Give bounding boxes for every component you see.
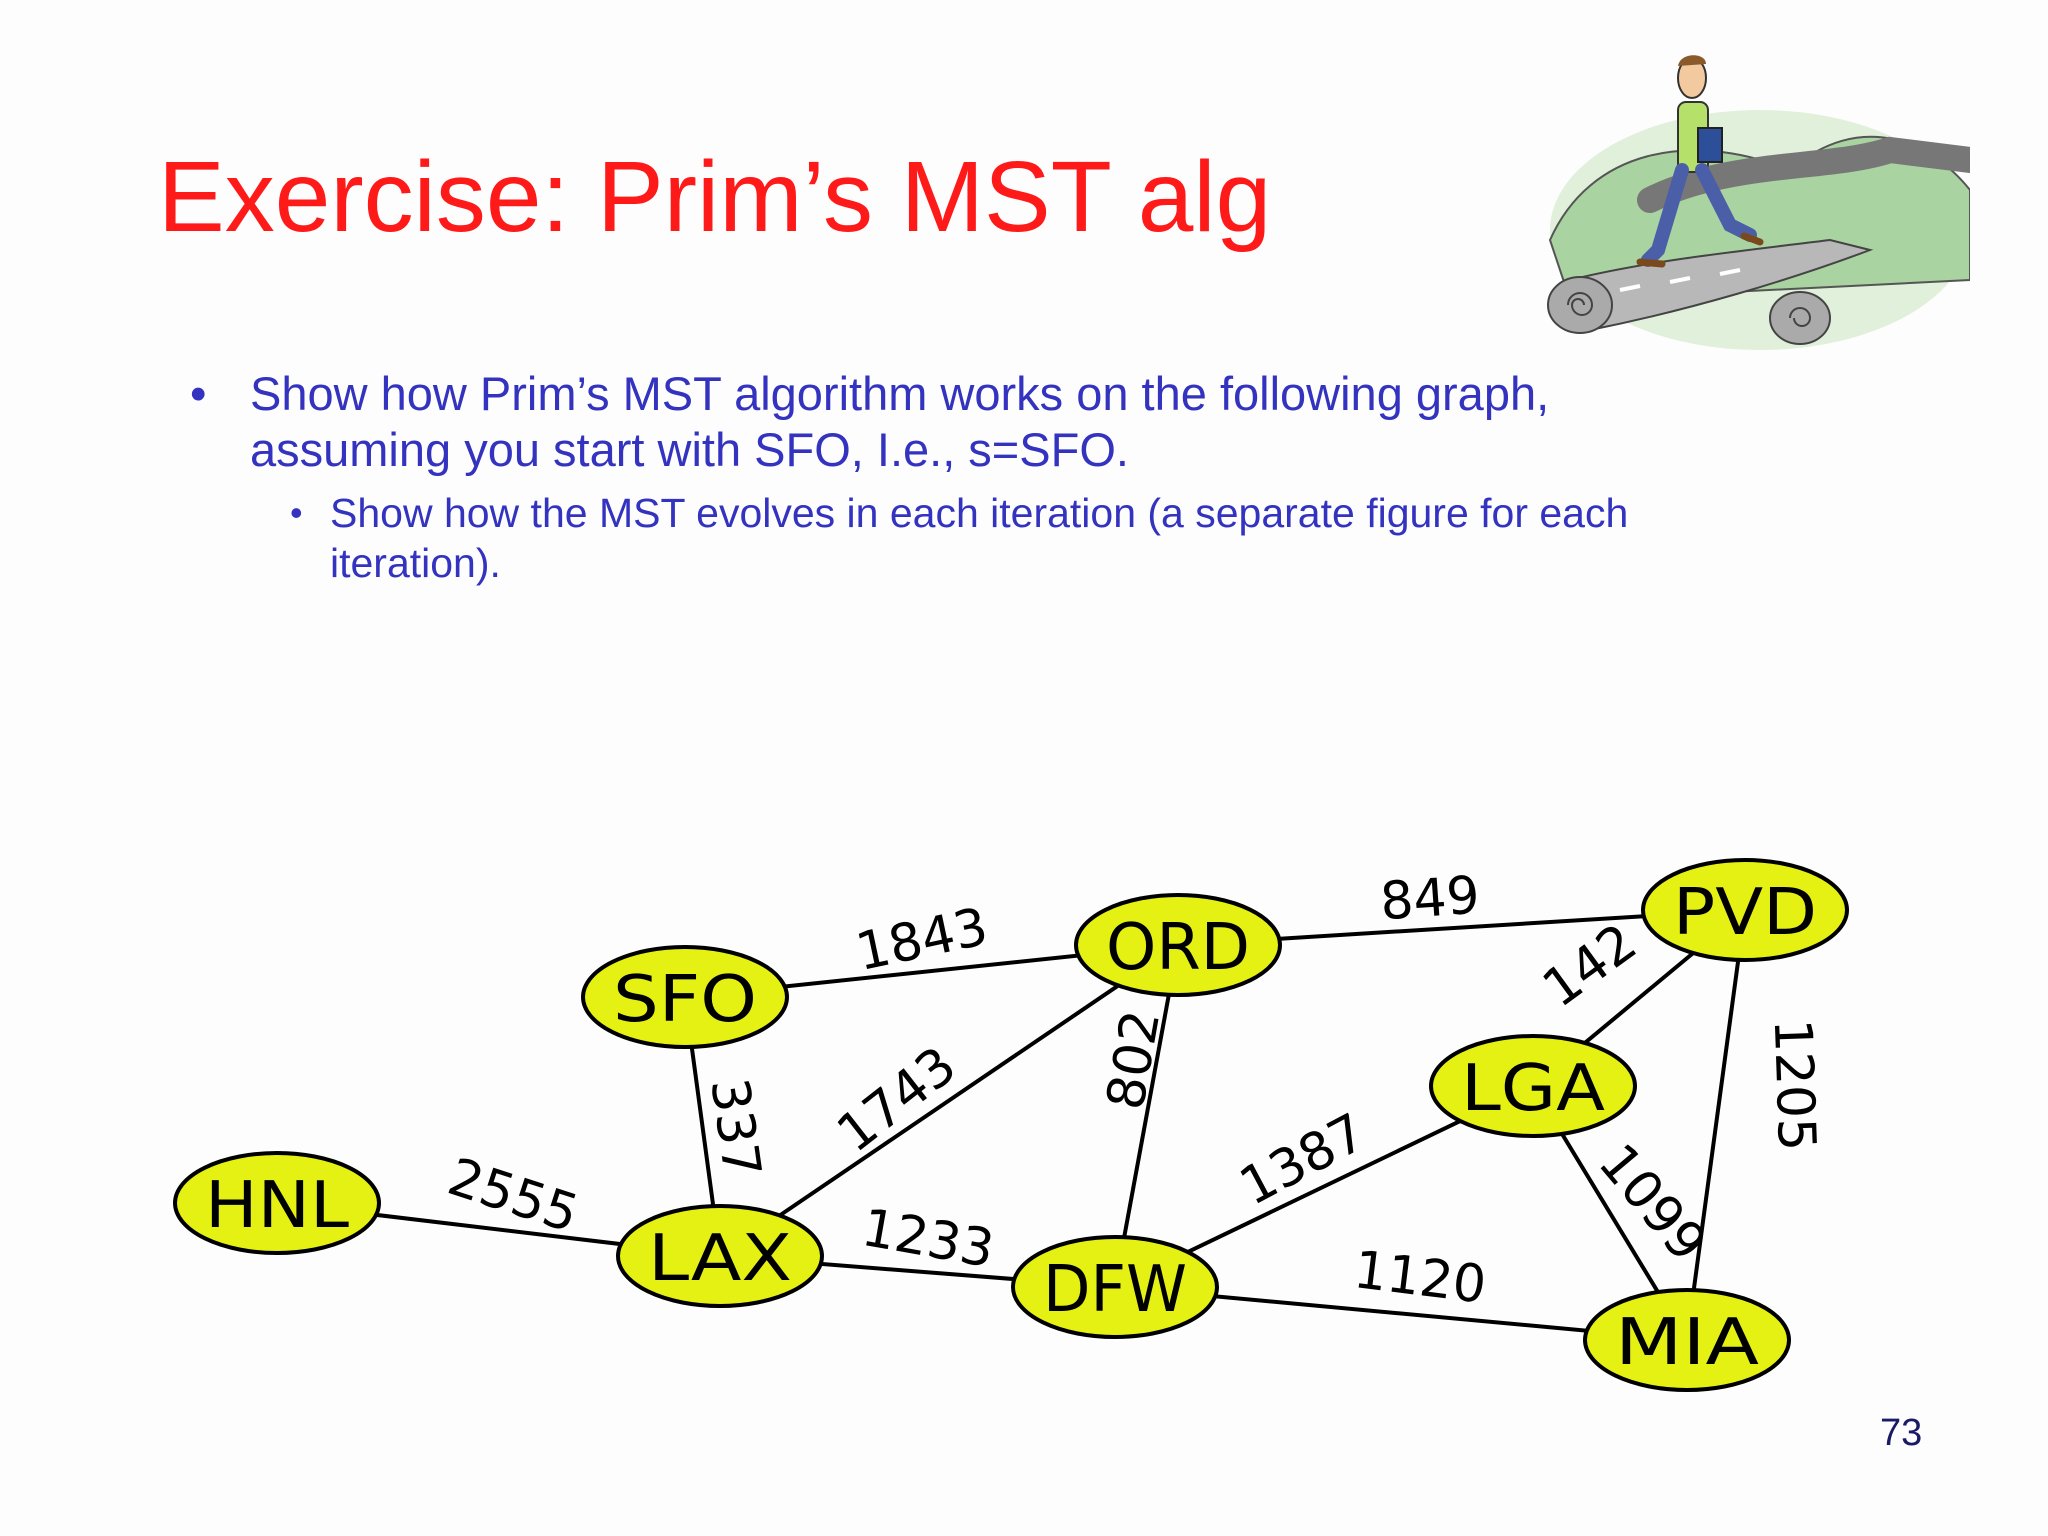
- road-walker-illustration: [1547, 55, 1970, 350]
- edge-weight-ord-dfw: 802: [1096, 1006, 1172, 1114]
- node-label: LAX: [648, 1222, 792, 1296]
- edge-weight-ord-pvd: 849: [1378, 866, 1481, 933]
- edge-pvd-mia: [1685, 909, 1747, 1341]
- edge-weight-sfo-ord: 1843: [851, 897, 993, 983]
- node-label: MIA: [1615, 1306, 1759, 1380]
- node-label: HNL: [205, 1169, 349, 1243]
- node-lax: LAX: [616, 1204, 824, 1308]
- node-lga: LGA: [1429, 1034, 1637, 1138]
- node-sfo: SFO: [581, 945, 789, 1049]
- page-number: 73: [1880, 1412, 1923, 1454]
- node-ord: ORD: [1074, 893, 1282, 997]
- node-label: PVD: [1673, 876, 1817, 950]
- node-shape: [1011, 1235, 1219, 1339]
- bullet-primary-line-1: Show how Prim’s MST algorithm works on t…: [250, 367, 1550, 420]
- node-shape: [1429, 1034, 1637, 1138]
- node-shape: [616, 1204, 824, 1308]
- node-label: ORD: [1106, 911, 1250, 985]
- node-shape: [1074, 893, 1282, 997]
- edge-weight-pvd-mia: 1205: [1762, 1018, 1827, 1152]
- node-shape: [173, 1151, 381, 1255]
- node-label: SFO: [613, 963, 757, 1037]
- node-pvd: PVD: [1641, 858, 1849, 962]
- bullet-primary-text: Show how Prim’s MST algorithm works on t…: [250, 366, 1750, 478]
- edge-ord-dfw: [1113, 944, 1180, 1288]
- bullet-marker: •: [290, 492, 303, 533]
- bullet-secondary-line-1: Show how the MST evolves in each iterati…: [330, 490, 1629, 536]
- node-shape: [1583, 1288, 1791, 1392]
- node-hnl: HNL: [173, 1151, 381, 1255]
- node-label: DFW: [1043, 1253, 1187, 1327]
- bullet-marker: •: [190, 367, 207, 420]
- bullet-secondary-text: Show how the MST evolves in each iterati…: [330, 488, 1830, 588]
- node-shape: [1641, 858, 1849, 962]
- edge-weight-dfw-mia: 1120: [1351, 1240, 1490, 1316]
- slide-title: Exercise: Prim’s MST alg: [158, 141, 1272, 253]
- edge-lax-ord: [718, 943, 1180, 1258]
- bullet-secondary-line-2: iteration).: [330, 540, 501, 586]
- edge-weight-dfw-lga: 1387: [1230, 1102, 1375, 1217]
- node-mia: MIA: [1583, 1288, 1791, 1392]
- bullet-primary-line-2: assuming you start with SFO, I.e., s=SFO…: [250, 423, 1129, 476]
- node-shape: [581, 945, 789, 1049]
- edge-weight-sfo-lax: 337: [698, 1075, 771, 1182]
- node-label: LGA: [1461, 1052, 1605, 1126]
- graph-nodes: HNL SFO LAX ORD DFW PVD LGA MIA: [173, 858, 1849, 1392]
- node-dfw: DFW: [1011, 1235, 1219, 1339]
